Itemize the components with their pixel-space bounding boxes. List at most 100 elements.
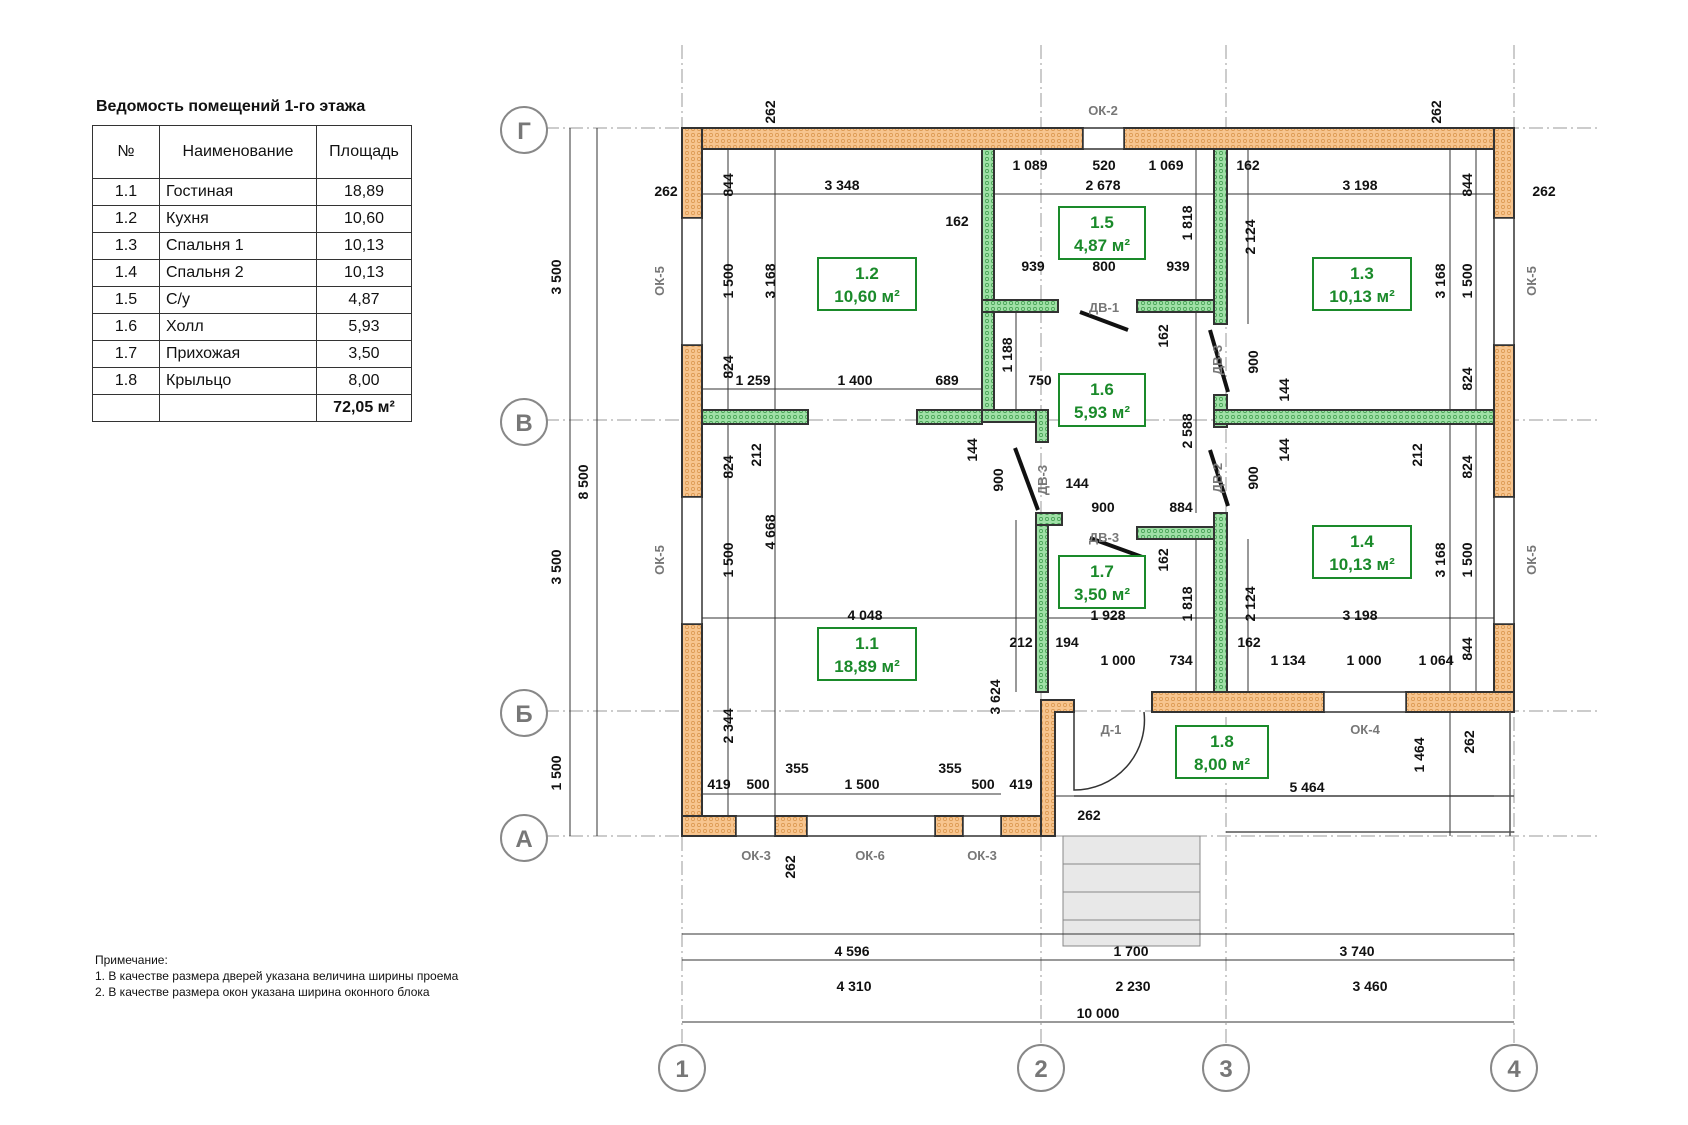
tag-ok5: ОК-5 xyxy=(652,545,667,575)
room-number: 1.5 xyxy=(1090,213,1114,232)
room-area: 5,93 м² xyxy=(1074,403,1130,422)
dim-262-vertical: 262 xyxy=(1461,730,1477,754)
wall-porch-2 xyxy=(1405,691,1515,713)
dim-hall-top: 1 400 xyxy=(837,372,872,388)
room-tag-1-6 xyxy=(1058,373,1146,427)
axis-label-g: Г xyxy=(517,118,531,145)
doors xyxy=(1013,310,1230,560)
header-area: Площадь xyxy=(316,125,412,179)
axis-marker-a xyxy=(500,814,548,862)
dim-1500: 1 500 xyxy=(720,542,736,577)
dim-axis-span: 4 310 xyxy=(836,978,871,994)
dim-2588: 2 588 xyxy=(1179,413,1195,448)
wall-bottom-1 xyxy=(681,815,737,837)
dim-1500: 1 500 xyxy=(720,263,736,298)
dim-bottom-chain: 4 596 xyxy=(834,943,869,959)
dim-1500: 1 500 xyxy=(1459,263,1475,298)
dim-162: 162 xyxy=(1236,157,1260,173)
wall-top-left xyxy=(681,127,1084,150)
dim-bedroom2-bottom: 162 xyxy=(1237,634,1261,650)
dim-porch-width: 5 464 xyxy=(1289,779,1324,795)
room-area: 18,89 м² xyxy=(834,657,900,676)
room-number: 1.1 xyxy=(855,634,879,653)
tag-ok4: ОК-4 xyxy=(1350,722,1380,737)
room-name: Спальня 1 xyxy=(159,232,317,260)
steps xyxy=(1062,835,1201,947)
note-line: 2. В качестве размера окон указана ширин… xyxy=(95,985,430,999)
dim-1500: 1 500 xyxy=(1459,542,1475,577)
axis-marker-b xyxy=(500,689,548,737)
axis-marker-3 xyxy=(1202,1044,1250,1092)
door-dv2-swing xyxy=(1208,449,1230,507)
dim-824: 824 xyxy=(720,455,736,479)
room-number: 1.1 xyxy=(92,178,160,206)
tag-dv1: ДВ-1 xyxy=(1089,300,1119,315)
wall-left-2 xyxy=(681,344,703,498)
partition-entry-top xyxy=(1035,512,1063,526)
dim-262-vertical: 262 xyxy=(782,855,798,879)
dim-living-bottom: 419 xyxy=(707,776,731,792)
dim-212: 212 xyxy=(1009,634,1033,650)
dim-left-span: 3 500 xyxy=(548,549,564,584)
dim-bedroom2-width: 3 198 xyxy=(1342,607,1377,623)
window-ok6 xyxy=(806,815,936,837)
dim-900: 900 xyxy=(1245,466,1261,490)
dim-axis-span: 3 460 xyxy=(1352,978,1387,994)
partition-entry-right xyxy=(1213,512,1228,693)
dim-844: 844 xyxy=(1459,173,1475,197)
step-2 xyxy=(1062,863,1201,893)
dim-entry-bottom: 734 xyxy=(1169,652,1193,668)
dim-3168: 3 168 xyxy=(1432,542,1448,577)
notes-title: Примечание: xyxy=(95,953,168,967)
dim-144: 144 xyxy=(964,438,980,462)
dim-bedroom2-bottom: 1 000 xyxy=(1346,652,1381,668)
step-3 xyxy=(1062,891,1201,921)
dim-162: 162 xyxy=(1155,324,1171,348)
axis-label-4: 4 xyxy=(1507,1056,1521,1083)
dim-bedroom2-bottom: 1 134 xyxy=(1270,652,1305,668)
dim-bath-top: 1 089 xyxy=(1012,157,1047,173)
room-area: 10,13 м² xyxy=(1329,287,1395,306)
dim-144: 144 xyxy=(1065,475,1089,491)
door-dv3b-swing xyxy=(1208,329,1230,393)
axis-label-3: 3 xyxy=(1219,1056,1232,1083)
dim-262: 262 xyxy=(1532,183,1556,199)
dim-hall-top: 689 xyxy=(935,372,959,388)
dim-824: 824 xyxy=(1459,367,1475,391)
tag-ok5: ОК-5 xyxy=(1524,266,1539,296)
partition-bath-right xyxy=(1213,148,1228,325)
room-name: Холл xyxy=(159,313,317,341)
door-d1-arc xyxy=(1073,711,1146,791)
header-name: Наименование xyxy=(159,125,317,179)
wall-top-right xyxy=(1123,127,1515,150)
room-area: 4,87 м² xyxy=(1074,236,1130,255)
partition-bath-bottom-left xyxy=(981,299,1059,313)
axis-marker-1 xyxy=(658,1044,706,1092)
axis-marker-4 xyxy=(1490,1044,1538,1092)
window-ok3-right xyxy=(962,815,1002,837)
room-number: 1.6 xyxy=(92,313,160,341)
dim-living-bottom: 355 xyxy=(938,760,962,776)
window-ok3-left xyxy=(735,815,776,837)
wall-right-2 xyxy=(1493,344,1515,498)
dim-bath-mid: 800 xyxy=(1092,258,1116,274)
dim-living-bottom: 500 xyxy=(746,776,770,792)
room-number: 1.2 xyxy=(855,264,879,283)
dim-living-bottom: 355 xyxy=(785,760,809,776)
tag-dv3: ДВ-3 xyxy=(1210,345,1225,375)
room-number: 1.7 xyxy=(1090,562,1114,581)
room-number: 1.8 xyxy=(92,367,160,395)
wall-left-3 xyxy=(681,623,703,837)
dim-212: 212 xyxy=(748,443,764,467)
window-ok5-left-1 xyxy=(681,217,703,346)
partition-entry-left xyxy=(1035,512,1049,693)
tag-dv3: ДВ-3 xyxy=(1035,465,1050,495)
wall-right-1 xyxy=(1493,127,1515,219)
notes: Примечание: 1. В качестве размера дверей… xyxy=(95,952,458,1000)
room-number: 1.8 xyxy=(1210,732,1234,751)
room-tag-1-2 xyxy=(817,257,917,311)
porch xyxy=(1074,712,1514,836)
